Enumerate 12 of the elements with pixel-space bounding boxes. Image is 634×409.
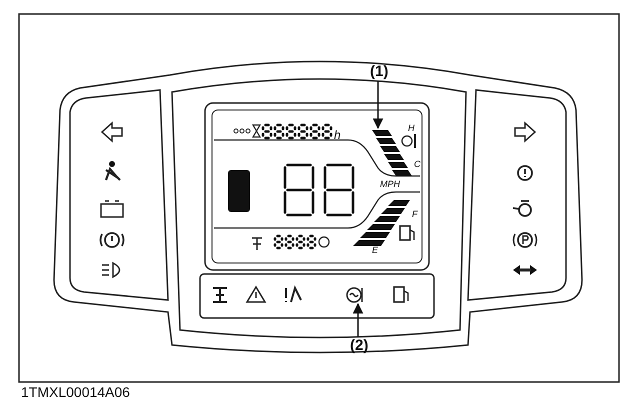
gauge-mark: E xyxy=(372,246,378,255)
unit-text: MPH xyxy=(380,180,400,189)
gauge-mark: F xyxy=(412,210,418,219)
temperature-gauge-bar xyxy=(372,130,412,176)
gauge-mark: H xyxy=(408,124,414,133)
callout-number: (1) xyxy=(370,64,388,79)
leader-arrow xyxy=(352,302,364,337)
gauge-mark: C xyxy=(414,160,420,169)
callout-number: (2) xyxy=(350,338,368,353)
unit-text: h xyxy=(334,129,341,141)
figure-code: 1TMXL00014A06 xyxy=(21,385,130,399)
coolant-temperature-icon xyxy=(346,287,363,303)
